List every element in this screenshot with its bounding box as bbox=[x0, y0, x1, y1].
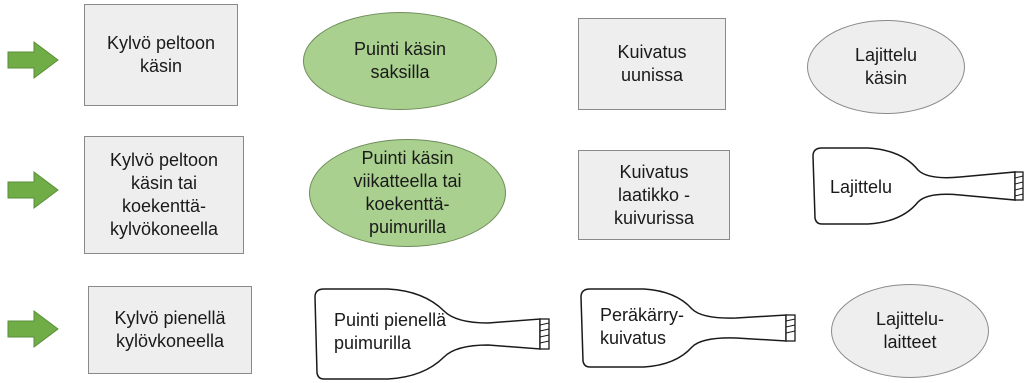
row-2-threshing-label: Puinti käsin viikatteella tai koekenttä-… bbox=[353, 148, 462, 237]
row-1-sorting-ellipse: Lajittelu käsin bbox=[807, 20, 965, 114]
row-1-drying-label: Kuivatus uunissa bbox=[617, 42, 687, 85]
row-2-drying-label: Kuivatus laatikko - kuivurissa bbox=[613, 161, 695, 228]
row-3-sorting-ellipse: Lajittelu- laitteet bbox=[831, 284, 989, 378]
row-1-drying-box: Kuivatus uunissa bbox=[578, 18, 726, 110]
row-1-sowing-box: Kylvö peltoon käsin bbox=[84, 4, 238, 106]
row-3-sowing-box: Kylvö pienellä kylövkoneella bbox=[88, 286, 252, 374]
row-2-threshing-ellipse: Puinti käsin viikatteella tai koekenttä-… bbox=[309, 139, 506, 247]
row-2-arrow-icon bbox=[7, 171, 59, 209]
row-3-threshing-bottle-icon bbox=[314, 288, 550, 380]
row-1-arrow-icon bbox=[7, 41, 59, 79]
row-1-threshing-label: Puinti käsin saksilla bbox=[353, 39, 447, 82]
row-2-sowing-box: Kylvö peltoon käsin tai koekenttä- kylvö… bbox=[84, 136, 244, 254]
row-2-sorting-bottle-icon bbox=[812, 147, 1024, 225]
row-3-drying-label: Peräkärry- kuivatus bbox=[600, 305, 685, 348]
row-3-sorting-label: Lajittelu- laitteet bbox=[875, 309, 945, 352]
row-3-threshing-label: Puinti pienellä puimurilla bbox=[334, 310, 447, 353]
row-1-sowing-label: Kylvö peltoon käsin bbox=[106, 33, 216, 76]
row-1-sorting-label: Lajittelu käsin bbox=[854, 45, 918, 88]
row-1-threshing-ellipse: Puinti käsin saksilla bbox=[303, 12, 497, 110]
row-2-drying-box: Kuivatus laatikko - kuivurissa bbox=[578, 150, 730, 240]
row-2-sorting-label: Lajittelu bbox=[830, 177, 893, 197]
row-2-sowing-label: Kylvö peltoon käsin tai koekenttä- kylvö… bbox=[109, 150, 219, 239]
row-3-drying-bottle-icon bbox=[580, 288, 796, 368]
row-3-arrow-icon bbox=[7, 310, 59, 348]
row-3-sowing-label: Kylvö pienellä kylövkoneella bbox=[114, 308, 226, 351]
